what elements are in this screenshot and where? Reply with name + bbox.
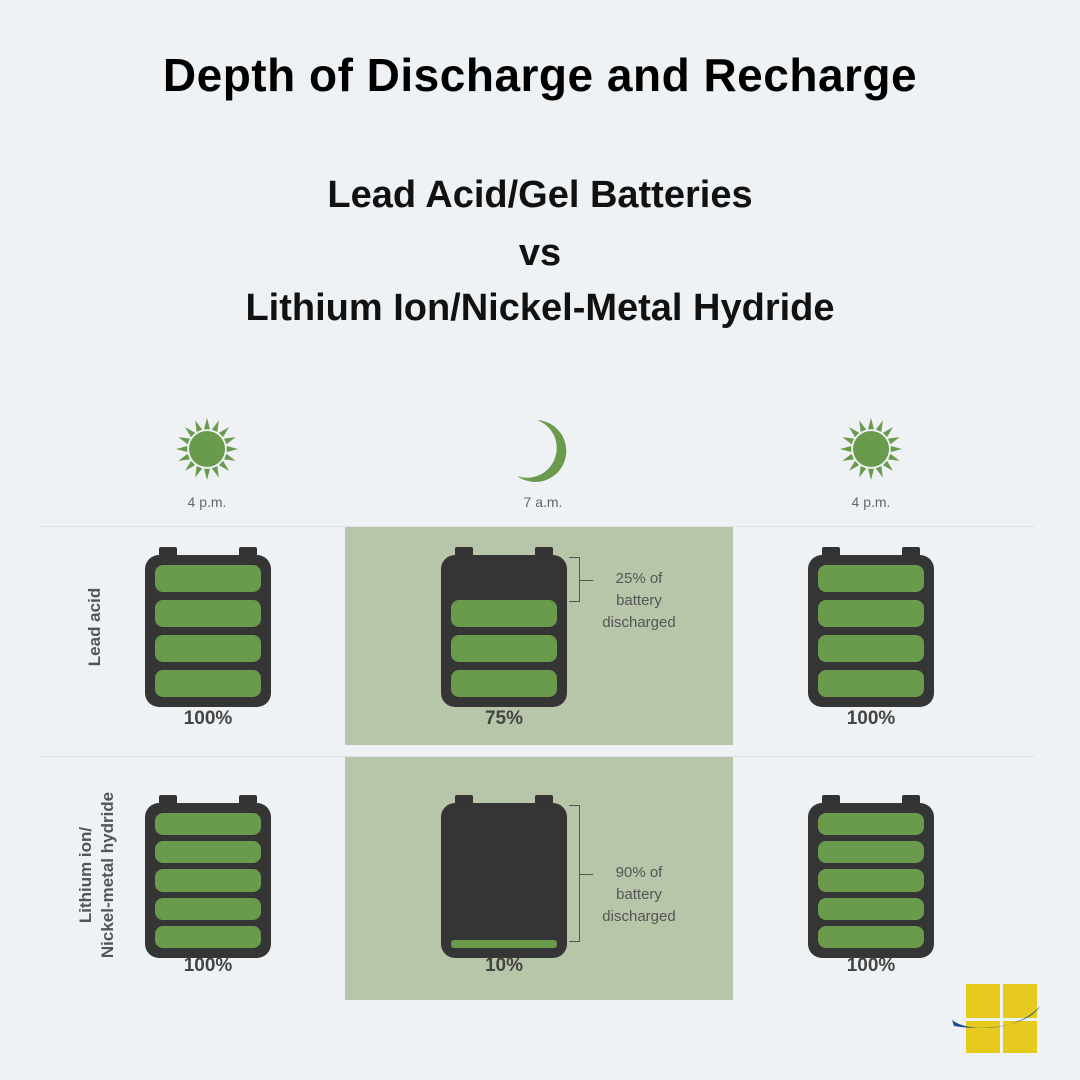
battery-body [145,803,271,958]
row-label-lead-acid: Lead acid [85,587,104,667]
charge-percent: 100% [183,955,233,976]
discharge-note: 90% of battery discharged [589,862,689,928]
battery-body [808,803,934,958]
charge-cell [818,635,924,662]
charge-cell [155,635,261,662]
time-label: 4 p.m. [187,494,227,510]
charge-percent: 75% [484,708,524,729]
battery [441,547,567,707]
row-label-line: Lithium ion/ [76,826,95,924]
battery-terminal [902,795,920,805]
battery [441,795,567,958]
charge-cell [451,600,557,627]
charge-cell [818,841,924,864]
charge-cell [155,869,261,892]
charge-cell [818,813,924,836]
note-line: 90% of [615,863,663,881]
battery [808,795,934,958]
battery-terminal [535,547,553,557]
note-line: battery [616,885,662,903]
battery-terminal [902,547,920,557]
charge-cell [818,897,924,920]
battery-body [145,555,271,707]
discharge-bracket [569,557,593,602]
battery-terminal [239,795,257,805]
subtitle-line-1: Lead Acid/Gel Batteries [327,174,753,216]
subtitle-line-2: vs [518,232,562,274]
battery-terminal [239,547,257,557]
charge-cell [451,940,557,948]
divider [40,756,1035,757]
divider [40,526,1035,527]
discharge-bracket [569,805,593,942]
charge-cell [155,897,261,920]
time-label: 7 a.m. [523,494,563,510]
charge-cell [451,670,557,697]
charge-percent: 100% [183,708,233,729]
charge-cell [818,670,924,697]
charge-cell [155,565,261,592]
charge-cell [155,600,261,627]
charge-cell [155,670,261,697]
sun-icon [840,418,902,480]
battery-terminal [535,795,553,805]
battery-terminal [455,795,473,805]
page-title: Depth of Discharge and Recharge [162,49,918,101]
battery-terminal [822,547,840,557]
charge-percent: 100% [846,708,896,729]
charge-cell [818,600,924,627]
charge-cell [155,841,261,864]
battery-body [441,803,567,958]
charge-cell [155,925,261,948]
battery-terminal [455,547,473,557]
subtitle-line-3: Lithium Ion/Nickel-Metal Hydride [245,287,835,329]
row-label-line: Nickel-metal hydride [98,791,117,959]
battery-terminal [822,795,840,805]
note-line: discharged [602,907,676,925]
discharge-note: 25% of battery discharged [589,568,689,634]
battery [145,795,271,958]
battery-body [441,555,567,707]
battery-terminal [159,547,177,557]
charge-cell [818,565,924,592]
moon-icon [517,420,567,482]
charge-cell [818,925,924,948]
battery-body [808,555,934,707]
note-line: discharged [602,613,676,631]
charge-cell [451,635,557,662]
company-logo [952,984,1040,1053]
note-line: battery [616,591,662,609]
charge-percent: 10% [484,955,524,976]
battery [808,547,934,707]
note-line: 25% of [615,569,663,587]
charge-cell [155,813,261,836]
time-label: 4 p.m. [851,494,891,510]
battery-terminal [159,795,177,805]
row-label-lithium: Lithium ion/ Nickel-metal hydride [75,770,119,980]
charge-cell [818,869,924,892]
sun-icon [176,418,238,480]
battery [145,547,271,707]
charge-percent: 100% [846,955,896,976]
